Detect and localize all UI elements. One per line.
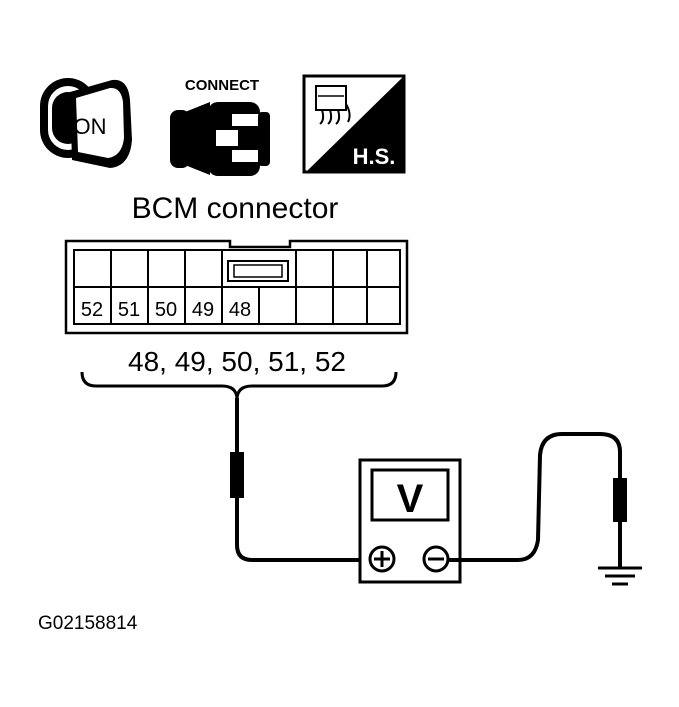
connect-icon: CONNECT [170, 77, 270, 176]
harness-side-icon: H.S. [302, 74, 406, 174]
harness-side-label: H.S. [353, 144, 396, 169]
pin-label-52: 52 [81, 299, 103, 321]
pin-label-51: 51 [118, 299, 140, 321]
plus-terminal [368, 545, 396, 573]
negative-probe-lead [448, 432, 627, 568]
pin-label-48: 48 [229, 299, 251, 321]
positive-probe-lead [230, 398, 370, 562]
ignition-key-icon: ON [40, 78, 132, 168]
pin-label-50: 50 [155, 299, 177, 321]
minus-terminal [422, 545, 450, 573]
ground-icon [598, 566, 642, 586]
voltmeter: V [358, 458, 462, 584]
bcm-connector: 52 51 50 49 48 [64, 239, 409, 335]
pin-list-label: 48, 49, 50, 51, 52 [128, 346, 346, 377]
connector-title: BCM connector [132, 192, 339, 225]
pin-label-49: 49 [192, 299, 214, 321]
ignition-on-label: ON [74, 114, 107, 139]
voltmeter-display-label: V [397, 477, 424, 521]
connect-label: CONNECT [185, 77, 259, 94]
figure-id: G02158814 [38, 613, 138, 634]
